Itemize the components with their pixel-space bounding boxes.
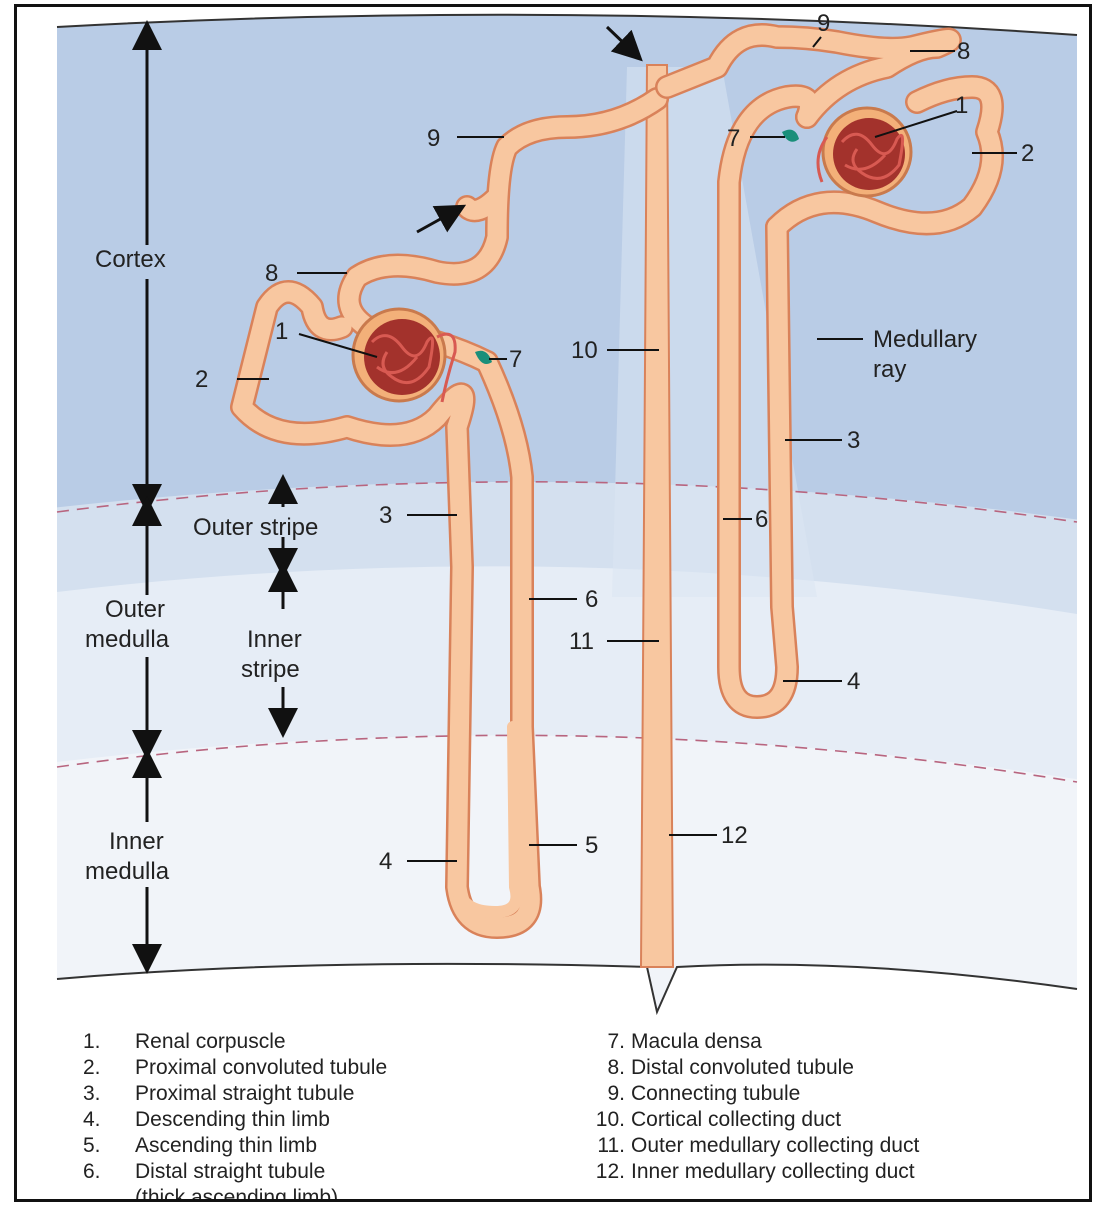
legend-text: Distal convoluted tubule: [631, 1056, 854, 1079]
callout-4-left: 4: [379, 848, 392, 875]
legend-number: 1.: [83, 1029, 135, 1055]
outer-medulla-label-1: Outer: [105, 596, 165, 623]
legend-number: 12.: [577, 1159, 631, 1185]
legend-number: 9.: [577, 1081, 631, 1107]
callout-10: 10: [571, 337, 598, 364]
legend-number: 4.: [83, 1107, 135, 1133]
legend-item: 6.Distal straight tubule: [83, 1159, 387, 1185]
legend-number: 11.: [577, 1133, 631, 1159]
legend-number: 10.: [577, 1107, 631, 1133]
inner-stripe-label-1: Inner: [247, 626, 302, 653]
legend-left-column: 1.Renal corpuscle 2.Proximal convoluted …: [83, 1029, 387, 1202]
figure-frame: Cortex Outer medulla Inner medulla Outer…: [14, 4, 1092, 1202]
medullary-ray-label-1: Medullary: [873, 326, 977, 353]
nephron-diagram: Cortex Outer medulla Inner medulla Outer…: [17, 7, 1092, 1027]
legend-continuation: (thick ascending limb): [83, 1185, 387, 1202]
legend-number: 5.: [83, 1133, 135, 1159]
legend-text: Descending thin limb: [135, 1108, 330, 1131]
outer-stripe-label: Outer stripe: [193, 514, 318, 541]
legend-text: Connecting tubule: [631, 1082, 800, 1105]
legend-text: Macula densa: [631, 1030, 762, 1053]
callout-3-right: 3: [847, 427, 860, 454]
callout-9-right: 9: [817, 10, 830, 37]
legend-number: 3.: [83, 1081, 135, 1107]
callout-4-right: 4: [847, 668, 860, 695]
callout-1-left: 1: [275, 318, 288, 345]
callout-9-left: 9: [427, 125, 440, 152]
legend-item: 3.Proximal straight tubule: [83, 1081, 387, 1107]
callout-3-left: 3: [379, 502, 392, 529]
legend-item: 12.Inner medullary collecting duct: [577, 1159, 919, 1185]
legend-text: Cortical collecting duct: [631, 1108, 841, 1131]
collecting-duct: [641, 65, 673, 967]
outer-medulla-label-2: medulla: [85, 626, 170, 653]
legend-text: Proximal convoluted tubule: [135, 1056, 387, 1079]
callout-6-left: 6: [585, 586, 598, 613]
legend-text: Renal corpuscle: [135, 1030, 286, 1053]
legend-right-column: 7.Macula densa 8.Distal convoluted tubul…: [577, 1029, 919, 1185]
legend-number: 7.: [577, 1029, 631, 1055]
inner-stripe-label-2: stripe: [241, 656, 300, 683]
callout-8-right: 8: [957, 38, 970, 65]
legend-item: 2.Proximal convoluted tubule: [83, 1055, 387, 1081]
cortex-label: Cortex: [95, 246, 166, 273]
legend: 1.Renal corpuscle 2.Proximal convoluted …: [17, 1029, 1092, 1202]
callout-7-right: 7: [727, 125, 740, 152]
legend-item: 11.Outer medullary collecting duct: [577, 1133, 919, 1159]
legend-text: Ascending thin limb: [135, 1134, 317, 1157]
legend-item: 7.Macula densa: [577, 1029, 919, 1055]
legend-item: 1.Renal corpuscle: [83, 1029, 387, 1055]
legend-text: Outer medullary collecting duct: [631, 1134, 919, 1157]
inner-medulla-zone: [17, 735, 1092, 1027]
callout-2-left: 2: [195, 366, 208, 393]
callout-2-right: 2: [1021, 140, 1034, 167]
inner-medulla-label-1: Inner: [109, 828, 164, 855]
inner-medulla-label-2: medulla: [85, 858, 170, 885]
papilla-outline: [57, 964, 1077, 1012]
callout-6-right: 6: [755, 506, 768, 533]
kidney-zones: [17, 7, 1092, 1027]
legend-item: 10.Cortical collecting duct: [577, 1107, 919, 1133]
legend-number: 6.: [83, 1159, 135, 1185]
callout-1-right: 1: [955, 92, 968, 119]
legend-item: 8.Distal convoluted tubule: [577, 1055, 919, 1081]
legend-text: Proximal straight tubule: [135, 1082, 354, 1105]
legend-item: 9.Connecting tubule: [577, 1081, 919, 1107]
legend-number: 2.: [83, 1055, 135, 1081]
medullary-ray-label-2: ray: [873, 356, 906, 383]
callout-7-left: 7: [509, 346, 522, 373]
legend-item: 4.Descending thin limb: [83, 1107, 387, 1133]
callout-11: 11: [569, 628, 594, 655]
callout-8-left: 8: [265, 260, 278, 287]
right-glomerulus: [833, 118, 905, 190]
legend-text: Inner medullary collecting duct: [631, 1160, 915, 1183]
callout-5: 5: [585, 832, 598, 859]
legend-item: 5.Ascending thin limb: [83, 1133, 387, 1159]
callout-12: 12: [721, 822, 748, 849]
legend-number: 8.: [577, 1055, 631, 1081]
legend-text: Distal straight tubule: [135, 1160, 325, 1183]
